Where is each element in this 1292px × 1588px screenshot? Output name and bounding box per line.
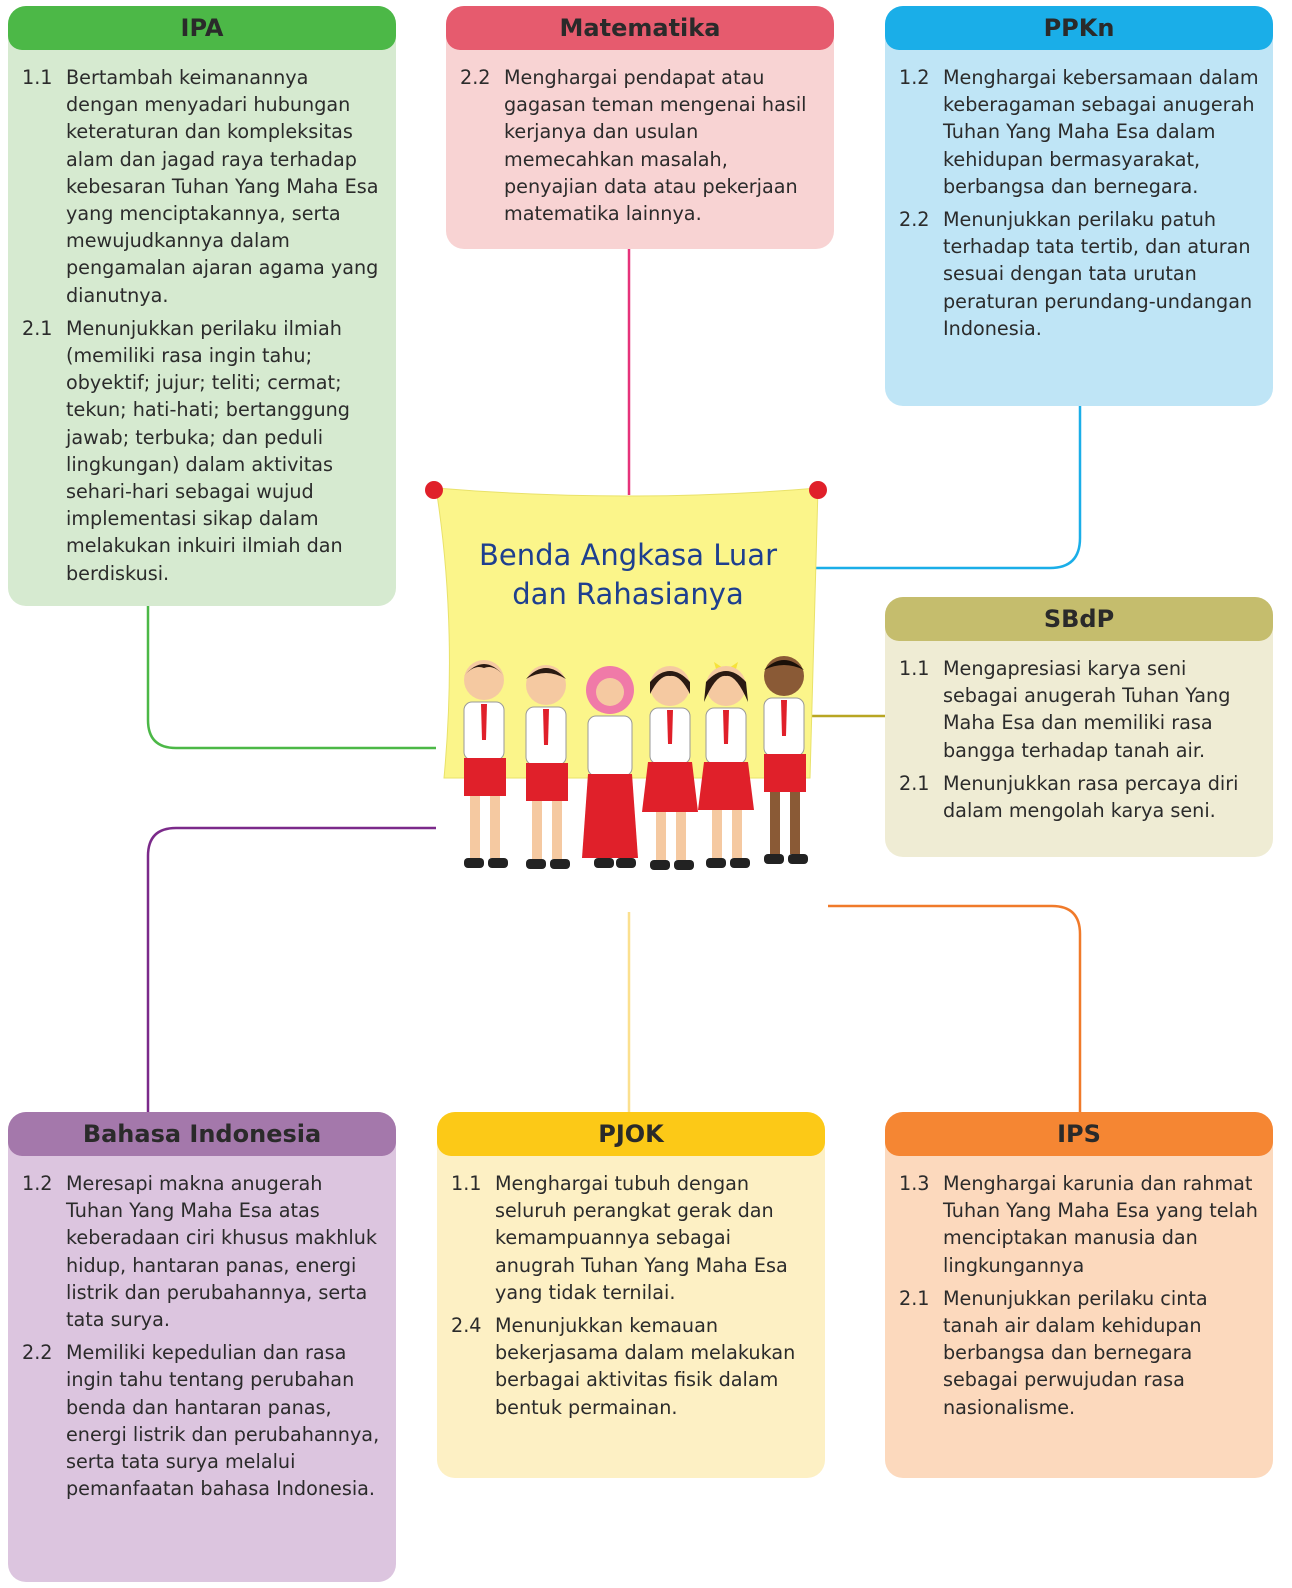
list-item: 2.2 Menunjukkan perilaku patuh terhadap … xyxy=(899,206,1259,342)
list-item: 1.3 Menghargai karunia dan rahmat Tuhan … xyxy=(899,1170,1259,1279)
card-header-ppkn: PPKn xyxy=(885,6,1273,50)
card-title-matematika: Matematika xyxy=(559,14,721,42)
diagram-title: Benda Angkasa Luar dan Rahasianya xyxy=(440,536,816,614)
item-text: Menunjukkan perilaku ilmiah (memiliki ra… xyxy=(66,316,350,585)
item-number: 1.1 xyxy=(22,66,53,89)
card-header-ipa: IPA xyxy=(8,6,396,50)
card-bahasa-indonesia: Bahasa Indonesia 1.2 Meresapi makna anug… xyxy=(8,1112,396,1582)
item-text: Menghargai pendapat atau gagasan teman m… xyxy=(504,66,807,226)
pin-left-icon xyxy=(425,481,443,499)
item-text: Menghargai kebersamaan dalam keberagaman… xyxy=(943,66,1259,198)
item-text: Memiliki kepedulian dan rasa ingin tahu … xyxy=(66,1341,380,1501)
item-number: 1.1 xyxy=(899,657,930,680)
item-number: 2.2 xyxy=(899,208,930,232)
item-text: Menunjukkan perilaku patuh terhadap tata… xyxy=(943,208,1253,340)
card-title-bahasa-indonesia: Bahasa Indonesia xyxy=(82,1120,322,1148)
title-line-2: dan Rahasianya xyxy=(512,577,744,611)
item-number: 2.2 xyxy=(22,1341,53,1365)
connector-ipa xyxy=(146,606,436,750)
item-number: 2.1 xyxy=(899,1286,930,1310)
item-text: Menunjukkan rasa percaya diri dalam meng… xyxy=(943,771,1239,823)
item-number: 1.2 xyxy=(899,66,930,89)
card-header-matematika: Matematika xyxy=(446,6,834,50)
list-item: 2.1 Menunjukkan rasa percaya diri dalam … xyxy=(899,770,1259,824)
card-title-sbdp: SBdP xyxy=(1043,605,1115,633)
item-number: 1.1 xyxy=(451,1172,482,1195)
card-matematika: Matematika 2.2 Menghargai pendapat atau … xyxy=(446,6,834,249)
card-header-sbdp: SBdP xyxy=(885,597,1273,641)
list-item: 2.4 Menunjukkan kemauan bekerjasama dala… xyxy=(451,1312,811,1421)
card-title-ppkn: PPKn xyxy=(1043,14,1115,42)
list-item: 2.2 Menghargai pendapat atau gagasan tem… xyxy=(460,64,820,227)
card-header-pjok: PJOK xyxy=(437,1112,825,1156)
item-number: 1.2 xyxy=(22,1172,53,1195)
card-title-pjok: PJOK xyxy=(598,1120,664,1148)
item-text: Menunjukkan perilaku cinta tanah air dal… xyxy=(943,1286,1208,1419)
item-text: Menunjukkan kemauan bekerjasama dalam me… xyxy=(495,1314,796,1419)
list-item: 1.1 Bertambah keimanannya dengan menyada… xyxy=(22,64,382,309)
list-item: 2.1 Menunjukkan perilaku cinta tanah air… xyxy=(899,1285,1259,1421)
connector-ppkn xyxy=(812,406,1082,570)
item-text: Mengapresiasi karya seni sebagai anugera… xyxy=(943,657,1231,762)
item-number: 2.4 xyxy=(451,1314,482,1338)
card-title-ipa: IPA xyxy=(180,14,224,42)
item-text: Bertambah keimanannya dengan menyadari h… xyxy=(66,66,379,307)
item-number: 2.2 xyxy=(460,66,491,89)
item-text: Meresapi makna anugerah Tuhan Yang Maha … xyxy=(66,1172,378,1332)
card-ipa: IPA 1.1 Bertambah keimanannya dengan men… xyxy=(8,6,396,606)
list-item: 1.1 Mengapresiasi karya seni sebagai anu… xyxy=(899,655,1259,764)
item-number: 2.1 xyxy=(899,771,930,795)
item-text: Menghargai tubuh dengan seluruh perangka… xyxy=(495,1172,788,1304)
title-line-1: Benda Angkasa Luar xyxy=(478,538,777,572)
students-illustration xyxy=(463,656,808,870)
pin-right-icon xyxy=(809,481,827,499)
card-ppkn: PPKn 1.2 Menghargai kebersamaan dalam ke… xyxy=(885,6,1273,406)
item-number: 2.1 xyxy=(22,316,53,340)
connector-ips xyxy=(828,904,1082,1112)
card-ips: IPS 1.3 Menghargai karunia dan rahmat Tu… xyxy=(885,1112,1273,1478)
card-header-bahasa-indonesia: Bahasa Indonesia xyxy=(8,1112,396,1156)
list-item: 2.1 Menunjukkan perilaku ilmiah (memilik… xyxy=(22,315,382,587)
list-item: 2.2 Memiliki kepedulian dan rasa ingin t… xyxy=(22,1339,382,1502)
list-item: 1.2 Menghargai kebersamaan dalam keberag… xyxy=(899,64,1259,200)
center-illustration xyxy=(425,481,827,870)
list-item: 1.1 Menghargai tubuh dengan seluruh pera… xyxy=(451,1170,811,1306)
connector-bahasa-indonesia xyxy=(146,826,436,1112)
card-header-ips: IPS xyxy=(885,1112,1273,1156)
list-item: 1.2 Meresapi makna anugerah Tuhan Yang M… xyxy=(22,1170,382,1333)
item-text: Menghargai karunia dan rahmat Tuhan Yang… xyxy=(943,1172,1258,1277)
item-number: 1.3 xyxy=(899,1172,930,1195)
card-title-ips: IPS xyxy=(1057,1120,1101,1148)
card-pjok: PJOK 1.1 Menghargai tubuh dengan seluruh… xyxy=(437,1112,825,1478)
card-sbdp: SBdP 1.1 Mengapresiasi karya seni sebaga… xyxy=(885,597,1273,857)
